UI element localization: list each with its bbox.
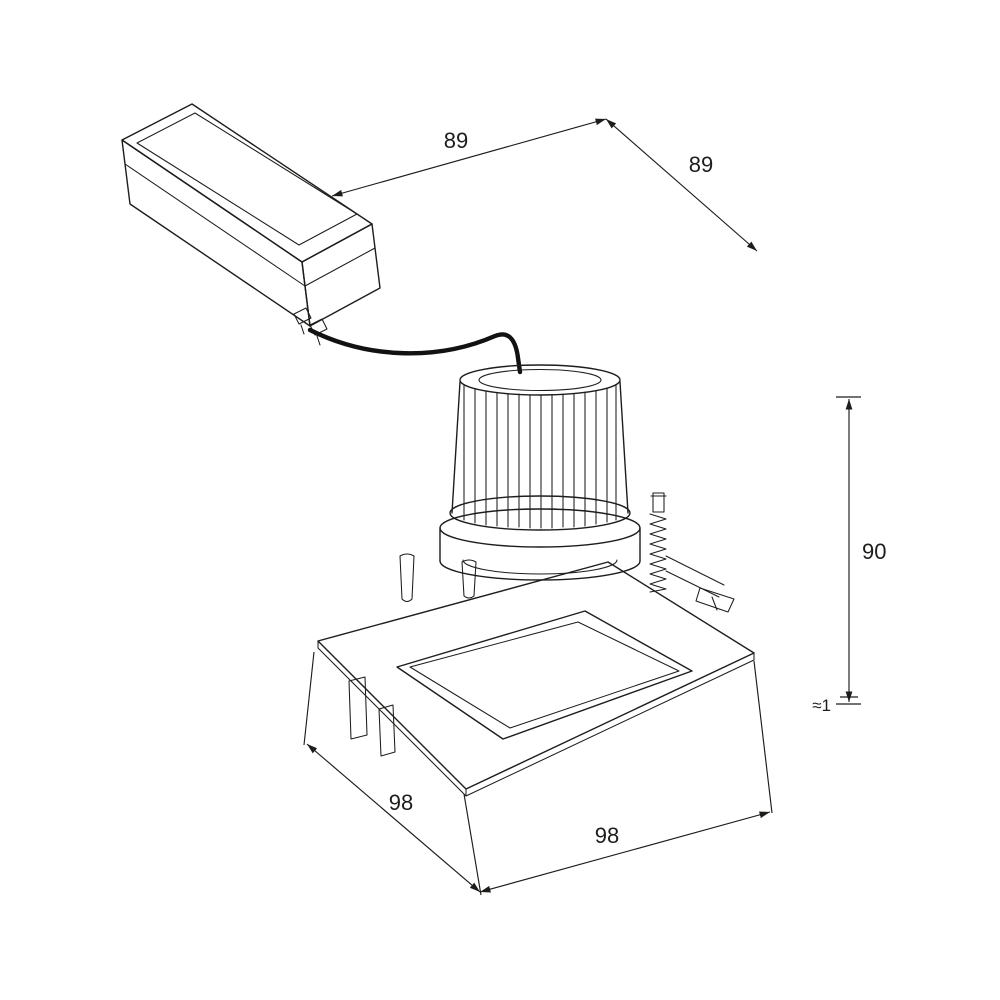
dim-label-top-width: 89 (444, 128, 468, 153)
dim-label-height: 90 (862, 539, 886, 564)
trim-opening-rim (396, 610, 693, 740)
driver-terminals (293, 307, 328, 346)
dim-bottom-extension-lines (303, 651, 773, 896)
power-cable (307, 327, 523, 375)
clip-foot (695, 587, 735, 613)
housing-post-center (461, 559, 477, 599)
dim-line-top-depth (605, 118, 758, 252)
driver-lid-inner (136, 112, 358, 246)
dimensions: 89 89 90 ≈1 98 98 (303, 118, 886, 896)
heatsink-silhouette (451, 381, 629, 514)
heatsink-bottom-ring (449, 495, 631, 531)
trim-opening-inner (409, 621, 680, 729)
driver-box (121, 103, 381, 346)
dim-height-extension-ticks (836, 396, 861, 705)
dim-label-trim-edge: ≈1 (812, 696, 831, 715)
trim-mounting-tab-2 (378, 704, 396, 757)
lamp-housing (399, 508, 641, 603)
housing-bottom-inner (462, 559, 618, 575)
driver-lid-seam (124, 163, 376, 287)
housing-flange (439, 508, 641, 548)
clip-coil (649, 513, 667, 593)
dim-line-top-width (331, 118, 607, 197)
housing-post-left (399, 553, 415, 603)
led-heatsink (449, 364, 631, 531)
dim-label-top-depth: 89 (689, 152, 713, 177)
heatsink-top-plate (478, 368, 602, 392)
trim-thickness-edge (317, 640, 755, 797)
clip-arm (665, 555, 725, 611)
clip-screw (650, 492, 667, 513)
driver-front-face (121, 139, 311, 327)
dim-line-bottom-depth (479, 811, 771, 893)
housing-sides (439, 527, 641, 562)
dim-label-bottom-depth: 98 (595, 823, 619, 848)
driver-end-face (301, 223, 381, 327)
dim-line-bottom-width (306, 743, 481, 893)
spring-clip (649, 492, 735, 613)
cable-line (307, 327, 523, 375)
trim-mounting-tab-1 (348, 676, 368, 740)
heatsink-top-rim (459, 364, 621, 396)
square-trim-plate (317, 561, 755, 797)
dim-label-bottom-width: 98 (389, 790, 413, 815)
heatsink-fins (463, 384, 617, 529)
driver-top-face (121, 103, 373, 263)
